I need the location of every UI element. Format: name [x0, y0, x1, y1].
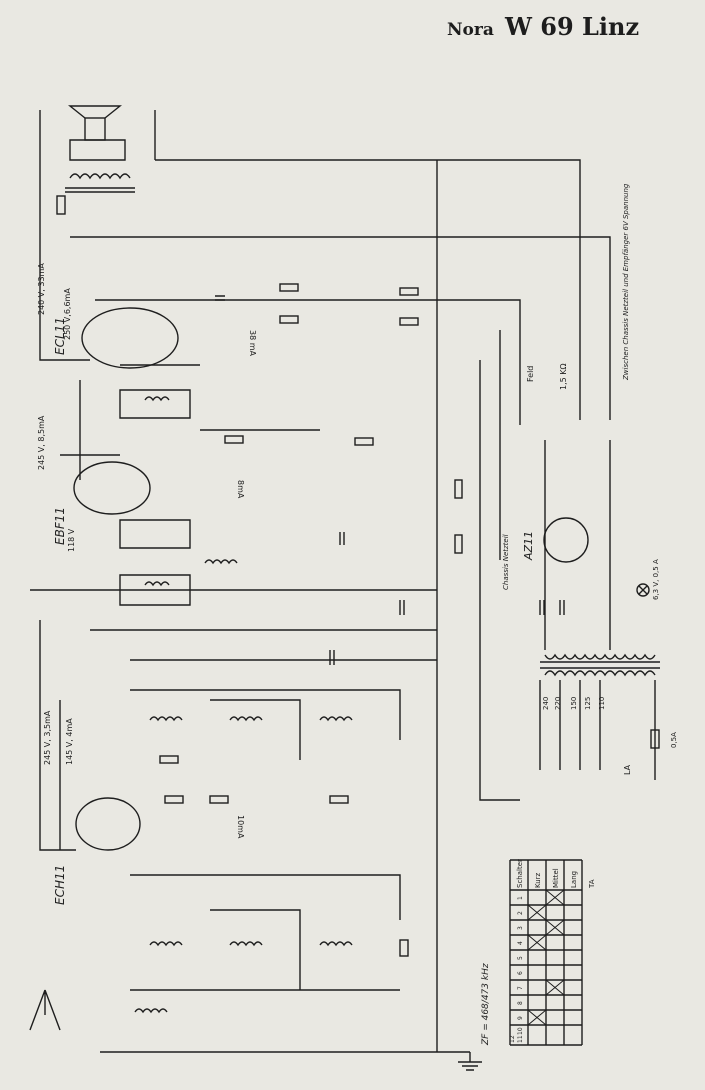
ecl-anode-voltage: 240 V, 33mA: [37, 263, 46, 315]
ech-current: 10mA: [236, 815, 245, 839]
tap-220: 220: [554, 697, 562, 710]
switch-row-kurz: Kurz: [534, 872, 542, 888]
brand-label: Nora: [447, 20, 494, 40]
la-label: LA: [623, 764, 632, 775]
switch-col-8: 8: [517, 1001, 524, 1005]
switch-col-12: 12: [509, 1035, 516, 1043]
tube-ebf11: [73, 461, 151, 515]
rail-2: [70, 236, 611, 420]
b-plus-rail-top: [155, 159, 581, 420]
ebf-current: 8mA: [236, 480, 245, 499]
fuse: [650, 729, 660, 749]
tap-150: 150: [570, 697, 578, 710]
if-frequency-label: ZF = 468/473 kHz: [481, 963, 491, 1046]
ebf-anode-voltage: 245 V, 8,5mA: [37, 415, 46, 470]
model-label: W 69 Linz: [504, 12, 640, 41]
tube-az11-label: AZ11: [522, 531, 535, 561]
switch-col-7: 7: [517, 986, 524, 990]
ech-grid-voltage: 145 V, 4mA: [65, 718, 74, 765]
lamp-label: 6,3 V, 0,5 A: [652, 559, 660, 600]
ecl-grid-voltage: 250 V,6,6mA: [63, 288, 72, 340]
tap-240: 240: [542, 697, 550, 710]
switch-col-10: 10: [517, 1027, 524, 1035]
switch-table-columns: 1 2 3 4 5 6 7 8 9 10 11 12: [509, 896, 524, 1043]
speaker-symbol: [84, 117, 106, 141]
ecl-current: 38 mA: [248, 330, 257, 357]
rail-3: [95, 299, 521, 425]
tap-110: 110: [598, 697, 606, 710]
switch-col-3: 3: [517, 926, 524, 930]
switch-table-header: Schalter: [516, 859, 524, 888]
switch-row-mittel: Mittel: [552, 868, 560, 888]
output-transformer: [69, 173, 131, 180]
switch-col-4: 4: [517, 941, 524, 945]
tap-125: 125: [584, 697, 592, 710]
chassis-label: Chassis Netzteil: [502, 534, 510, 590]
switch-col-1: 1: [517, 896, 524, 900]
field-coil-resistance: 1,5 KΩ: [559, 363, 568, 390]
ech-anode-voltage: 245 V, 3,5mA: [43, 710, 52, 765]
field-coil-label: Feld: [526, 366, 535, 382]
switch-col-11: 11: [517, 1035, 524, 1043]
switch-col-5: 5: [517, 956, 524, 960]
tube-ebf11-label: EBF11: [53, 507, 67, 545]
tube-ecl11: [81, 307, 179, 369]
tube-ech11: [75, 797, 141, 851]
switch-col-9: 9: [517, 1016, 524, 1020]
switch-row-lang: Lang: [570, 871, 578, 888]
tube-ech11-label: ECH11: [53, 865, 67, 905]
ebf-grid-voltage: 118 V: [67, 528, 76, 552]
tube-ecl11-label: ECL11: [53, 317, 67, 355]
ground-symbol: [458, 1052, 482, 1071]
switch-row-ta: TA: [588, 879, 596, 889]
tube-az11: [543, 517, 589, 563]
switch-col-2: 2: [517, 911, 524, 915]
page-title: Nora W 69 Linz: [447, 12, 639, 41]
fuse-label: 0,5A: [670, 732, 678, 748]
antenna: [29, 989, 61, 1031]
switch-col-6: 6: [517, 971, 524, 975]
voltage-note: Zwischen Chassis Netzteil und Empfänger …: [622, 183, 630, 381]
